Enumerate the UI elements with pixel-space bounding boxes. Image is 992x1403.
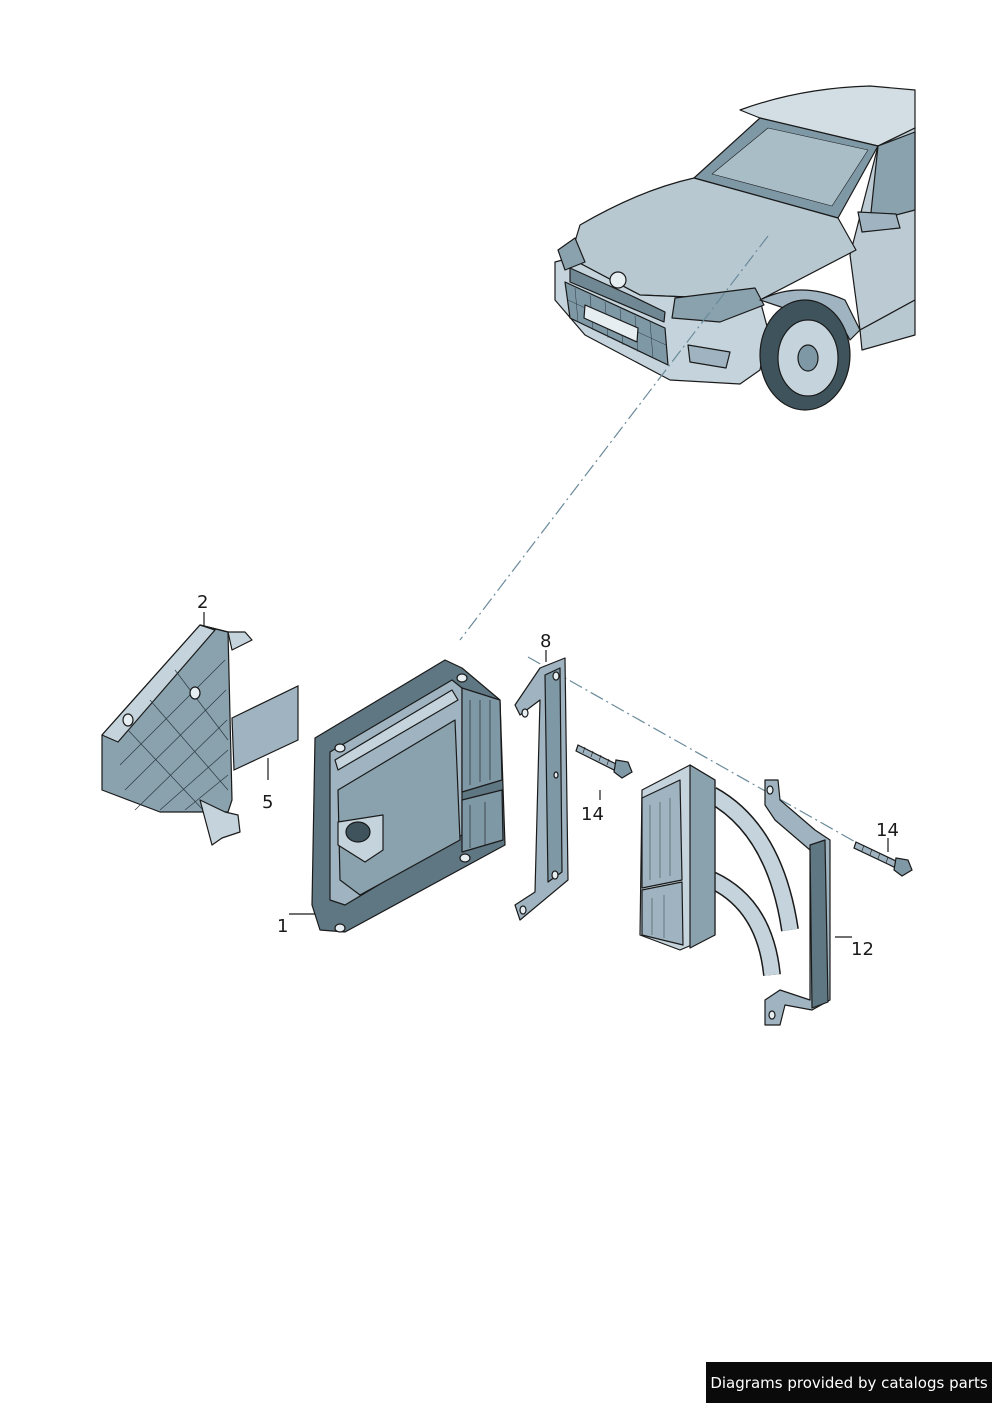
callout-ticks [203, 612, 889, 938]
footer-credit-banner: Diagrams provided by catalogs parts [706, 1362, 992, 1403]
callout-part-1: 1 [277, 916, 289, 937]
callout-part-14-right: 14 [876, 820, 899, 841]
callout-part-14-left: 14 [581, 804, 604, 825]
part-5-label [231, 685, 299, 771]
part-12-retaining-bracket [764, 779, 831, 1026]
callout-part-5: 5 [262, 792, 274, 813]
callout-part-8: 8 [540, 631, 552, 652]
leader-lines [459, 235, 906, 871]
callout-part-2: 2 [197, 592, 209, 613]
callout-part-12: 12 [851, 939, 874, 960]
vehicle-illustration [554, 85, 916, 411]
part-14-screw-left [575, 744, 633, 779]
part-8-mounting-plate [514, 657, 569, 921]
part-2-bracket [101, 624, 253, 846]
wiring-harness-connector [639, 764, 799, 977]
part-14-screw-right [853, 841, 913, 877]
part-1-control-unit [311, 659, 506, 933]
